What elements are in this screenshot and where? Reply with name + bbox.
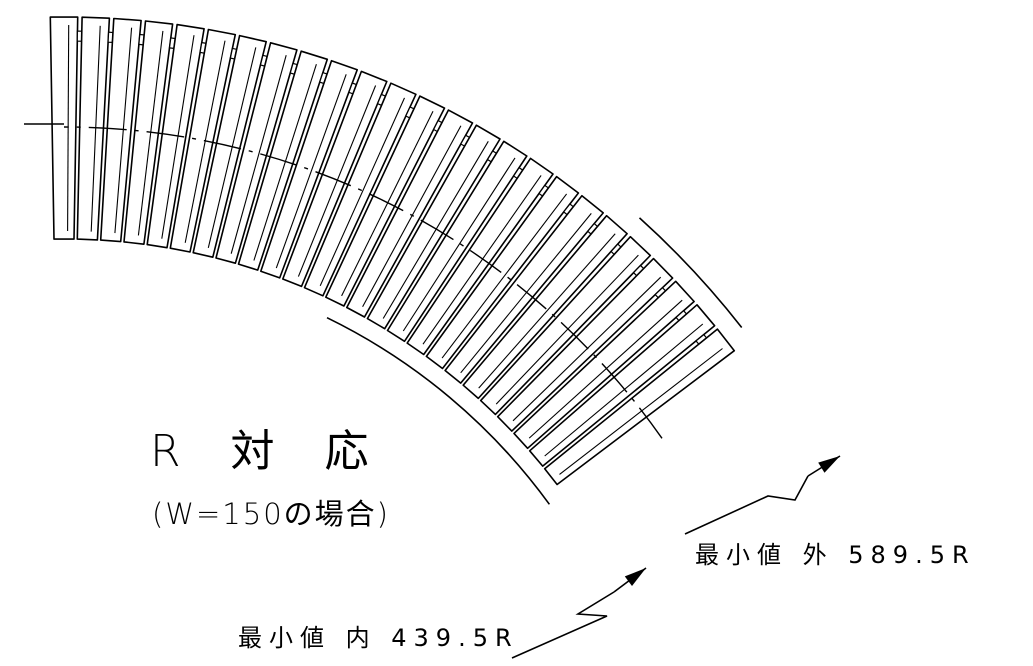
slat-groove bbox=[319, 97, 406, 287]
slat-outline bbox=[49, 16, 79, 240]
slat-groove bbox=[275, 74, 347, 269]
dimension-leaders bbox=[511, 455, 841, 659]
slat-groove bbox=[67, 24, 70, 232]
slat-outline bbox=[76, 16, 111, 241]
center-line-arc bbox=[63, 126, 663, 439]
outer-radius-label: 最小値 外 589.5R bbox=[695, 541, 976, 569]
conveyor-slat bbox=[169, 28, 238, 253]
conveyor-slat bbox=[49, 16, 83, 240]
slat-groove bbox=[441, 193, 568, 359]
inner-radius-label: 最小値 内 439.5R bbox=[238, 624, 519, 652]
slat-groove bbox=[559, 348, 723, 475]
slat-outline bbox=[543, 328, 736, 486]
slat-groove bbox=[512, 276, 662, 422]
conveyor-slat bbox=[99, 17, 145, 243]
slat-outline bbox=[260, 59, 358, 279]
guide-lines bbox=[326, 217, 743, 505]
subtitle-label: (W=150の場合) bbox=[152, 497, 390, 531]
slat-groove bbox=[422, 175, 542, 345]
slat-groove bbox=[341, 111, 434, 297]
slat-outline bbox=[99, 17, 142, 243]
slat-groove bbox=[297, 85, 377, 277]
title-label: R 対 応 bbox=[150, 426, 387, 477]
inner-radius-leader bbox=[511, 567, 647, 659]
conveyor-slat bbox=[386, 140, 528, 343]
slat-groove bbox=[137, 30, 164, 236]
slat-groove bbox=[382, 141, 489, 319]
slat-groove bbox=[253, 64, 317, 261]
slat-outline bbox=[215, 42, 298, 264]
slat-groove bbox=[207, 47, 257, 249]
slat-groove bbox=[184, 40, 226, 243]
slat-groove bbox=[90, 25, 101, 232]
leader-shaft bbox=[613, 567, 647, 593]
outer-guide-arc bbox=[638, 217, 743, 328]
inner-guide-arc bbox=[326, 316, 551, 505]
outer-radius-leader bbox=[684, 455, 841, 535]
slat-groove bbox=[402, 157, 516, 332]
slat-outline bbox=[123, 20, 174, 245]
slat-outline bbox=[479, 235, 652, 416]
slat-groove bbox=[478, 233, 616, 389]
slat-groove bbox=[114, 27, 133, 234]
conveyor-slat bbox=[260, 59, 358, 279]
slat-outline bbox=[462, 214, 628, 400]
leader-shaft bbox=[807, 455, 841, 477]
slat-groove bbox=[460, 213, 592, 374]
conveyor-slats bbox=[49, 16, 736, 486]
slat-groove bbox=[528, 299, 683, 439]
conveyor-slat bbox=[543, 328, 736, 486]
conveyor-slat bbox=[462, 214, 628, 400]
slat-groove bbox=[230, 55, 287, 254]
slat-outline bbox=[386, 140, 528, 343]
slat-groove bbox=[161, 35, 195, 239]
slat-groove bbox=[544, 323, 704, 457]
conveyor-slat bbox=[425, 175, 580, 370]
leader-line bbox=[684, 475, 809, 535]
slat-outline bbox=[425, 175, 580, 370]
slat-groove bbox=[362, 125, 462, 308]
slat-outline bbox=[169, 28, 237, 253]
leader-line bbox=[511, 591, 615, 659]
center-line bbox=[24, 123, 663, 439]
conveyor-slat bbox=[479, 235, 652, 416]
slat-groove bbox=[495, 254, 639, 405]
